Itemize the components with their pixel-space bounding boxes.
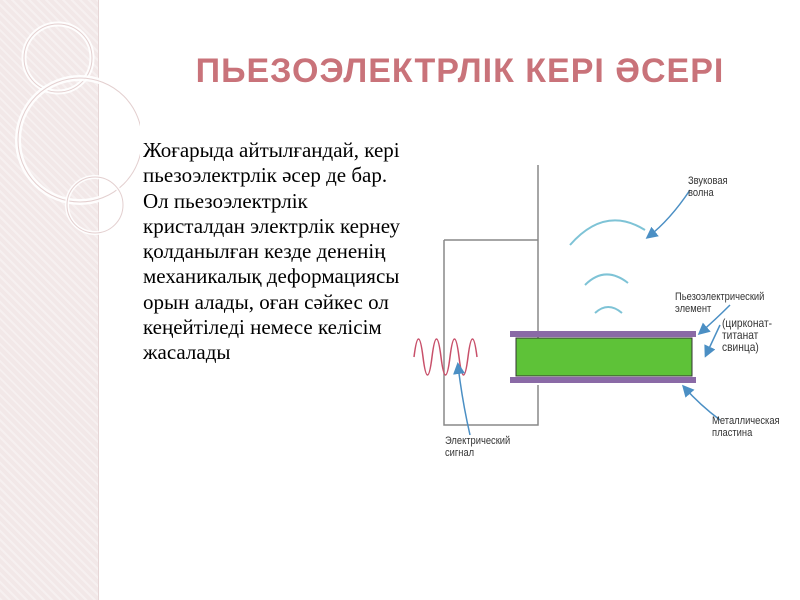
sound-wave-large <box>569 219 646 246</box>
label-metal-plate: Металлическая пластина <box>712 415 780 439</box>
label-piezo-element: Пьезоэлектрический элемент <box>675 291 765 315</box>
sound-wave-small <box>594 306 623 314</box>
sound-wave-mid <box>584 273 629 286</box>
decorative-side-band <box>0 0 99 600</box>
label-sound-wave: Звуковая волна <box>688 175 728 199</box>
slide-title: ПЬЕЗОЭЛЕКТРЛІК КЕРІ ӘСЕРІ <box>195 52 725 90</box>
metal-plate <box>510 377 696 383</box>
label-material: (цирконат- титанат свинца) <box>722 316 773 354</box>
piezo-element <box>515 337 693 377</box>
piezo-diagram: Звуковая волна Пьезоэлектрический элемен… <box>400 165 800 485</box>
top-plate <box>510 331 696 337</box>
label-electric-signal: Электрический сигнал <box>445 435 511 459</box>
slide-body-text: Жоғарыда айтылғандай, кері пьезоэлектрлі… <box>143 138 400 365</box>
circuit-wire <box>532 165 539 340</box>
signal-wave <box>413 338 478 376</box>
decorative-circles <box>15 21 140 235</box>
